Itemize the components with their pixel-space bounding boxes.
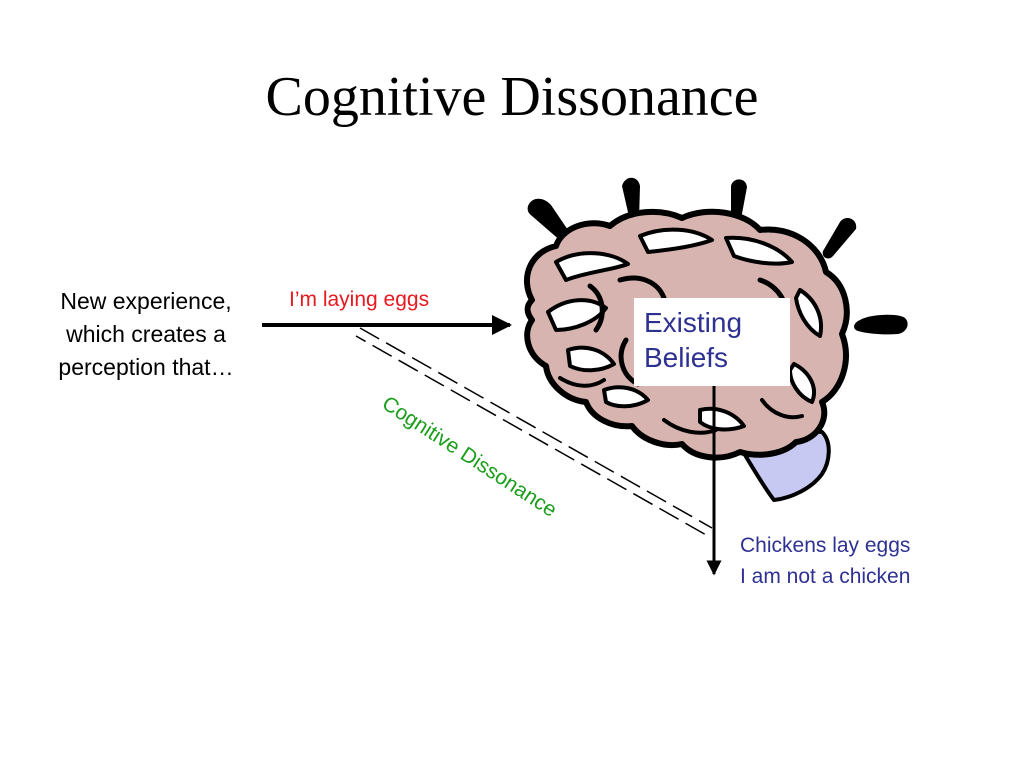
belief-statement: I am not a chicken — [740, 565, 911, 588]
brain-gyrus — [662, 418, 718, 435]
dissonance-dashed-line — [359, 327, 713, 529]
brain-fold — [602, 385, 650, 409]
experience-line: perception that… — [58, 354, 234, 380]
brain-fold — [566, 345, 616, 373]
experience-line: New experience, — [60, 288, 232, 314]
slide-title: Cognitive Dissonance — [265, 66, 759, 128]
experience-text: New experience, which creates a percepti… — [20, 285, 272, 384]
belief-statements: Chickens lay eggs I am not a chicken — [740, 530, 910, 592]
brain-fold — [546, 298, 608, 332]
brain-fold — [638, 227, 714, 254]
dissonance-dashed-line — [355, 335, 709, 537]
brain-gyrus — [760, 398, 804, 420]
existing-beliefs-box: Existing Beliefs — [634, 298, 790, 386]
brain-fold — [554, 251, 630, 282]
emphasis-stroke — [822, 218, 857, 259]
brain-fold — [788, 362, 816, 404]
brain-gyrus — [587, 283, 605, 333]
belief-statement: Chickens lay eggs — [740, 534, 911, 557]
emphasis-stroke — [854, 314, 908, 335]
experience-line: which creates a — [66, 321, 226, 347]
brain-fold — [794, 288, 823, 338]
brain-fold — [724, 235, 794, 266]
perception-label: I’m laying eggs — [289, 288, 430, 311]
beliefs-line: Beliefs — [644, 342, 729, 373]
brain-gyrus — [617, 275, 667, 301]
brain-gyrus — [558, 376, 606, 388]
beliefs-line: Existing — [644, 307, 743, 338]
